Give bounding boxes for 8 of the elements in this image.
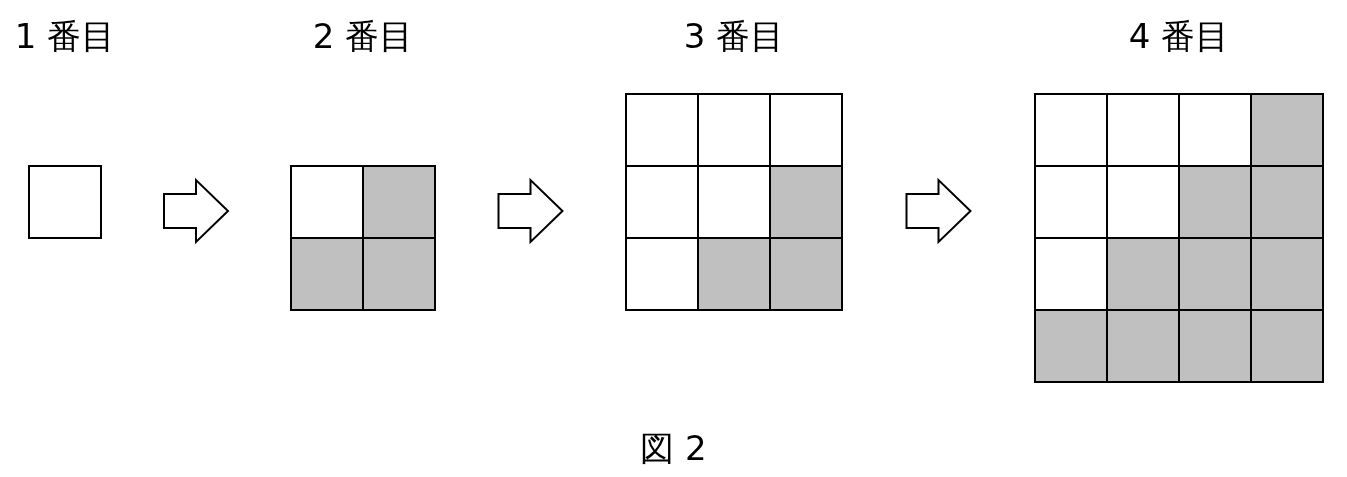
block-arrow — [497, 177, 564, 245]
figure-heading: 4 番目 — [1128, 15, 1230, 58]
block-arrow — [905, 177, 972, 245]
figure-heading: 3 番目 — [683, 15, 785, 58]
figure-caption: 図 2 — [640, 427, 707, 470]
figure-heading: 1 番目 — [14, 15, 116, 58]
block-arrow — [163, 177, 230, 245]
figure-heading: 2 番目 — [312, 15, 414, 58]
